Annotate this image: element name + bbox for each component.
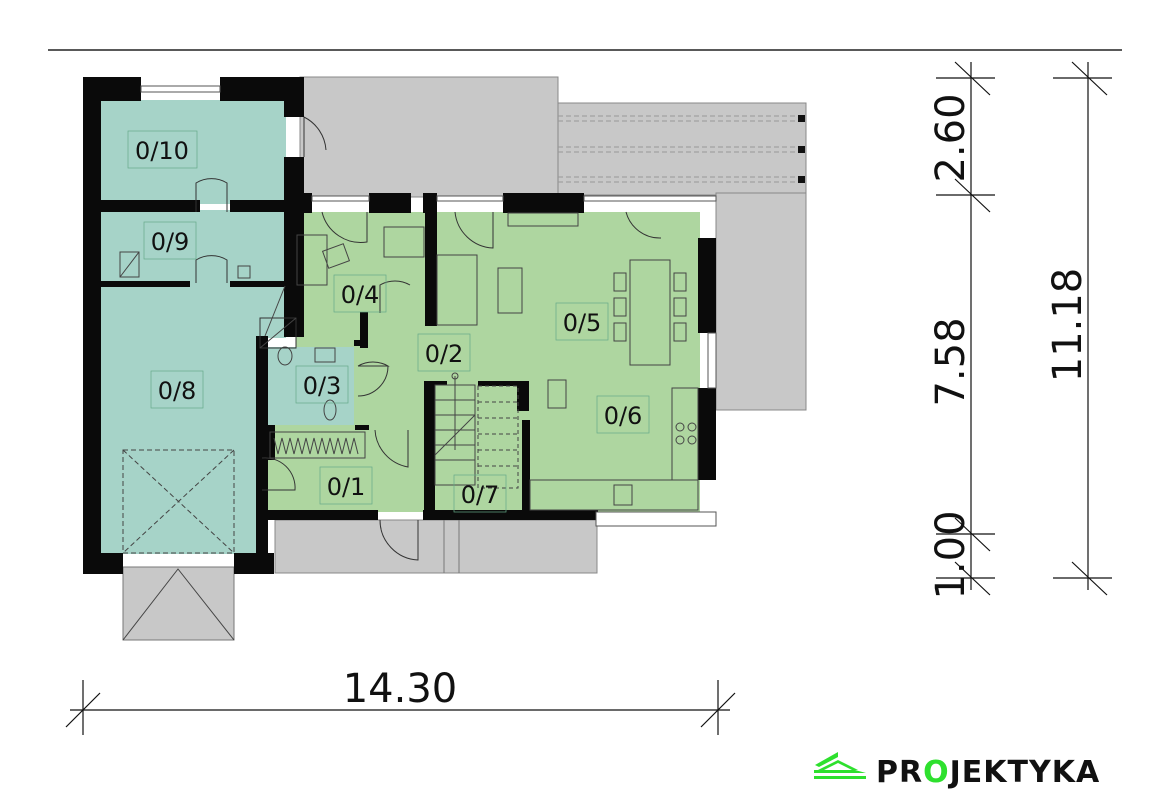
kitchen-sink xyxy=(613,484,633,506)
garage-apron xyxy=(122,566,235,641)
staircase xyxy=(434,372,519,489)
sofa xyxy=(436,254,478,326)
room-label-0-2: 0/2 xyxy=(425,340,464,368)
chair xyxy=(321,243,351,269)
pergola-beams xyxy=(558,115,800,183)
desk xyxy=(296,234,328,286)
building-logo-icon xyxy=(814,752,866,779)
terrace-top xyxy=(299,76,559,198)
boiler xyxy=(119,251,140,278)
room-label-0-10: 0/10 xyxy=(135,137,189,165)
room-label-0-4: 0/4 xyxy=(341,281,380,309)
wardrobe xyxy=(269,431,366,459)
dimension-11-18: 11.18 xyxy=(1045,268,1091,383)
fridge xyxy=(547,379,567,409)
room-label-0-5: 0/5 xyxy=(563,309,602,337)
fixtures xyxy=(119,212,699,554)
doors xyxy=(195,116,662,561)
toilet xyxy=(277,346,293,366)
terrace-right-top xyxy=(557,102,807,196)
room-label-0-3: 0/3 xyxy=(303,372,342,400)
dimension-14-30: 14.30 xyxy=(343,666,458,712)
kitchen-counter-bottom xyxy=(529,479,699,511)
terrace-entrance xyxy=(274,519,598,574)
dimension-1-00: 1.00 xyxy=(928,510,974,599)
dimension-2-60: 2.60 xyxy=(928,93,974,182)
room-label-0-8: 0/8 xyxy=(158,377,197,405)
room-labels: 0/10 0/9 0/8 0/4 0/2 0/3 0/5 0/6 0/1 0/7 xyxy=(127,130,650,513)
terraces xyxy=(122,76,807,641)
garage-door-outline xyxy=(122,449,235,554)
room-label-0-7: 0/7 xyxy=(461,481,500,509)
dimension-lines xyxy=(65,61,1112,735)
dining-table xyxy=(629,259,671,366)
logo-text: PROJEKTYKA xyxy=(876,755,1100,790)
room-label-0-6: 0/6 xyxy=(604,402,643,430)
projektyka-logo: PROJEKTYKA xyxy=(814,752,1100,790)
walls xyxy=(83,77,716,574)
toilet-2 xyxy=(323,399,337,421)
terrace-right xyxy=(715,192,807,411)
fireplace xyxy=(507,212,579,227)
living-area xyxy=(265,212,700,512)
windows xyxy=(140,85,717,527)
utility-rooms xyxy=(100,100,286,554)
room-0-3-fill xyxy=(265,347,354,425)
armchair xyxy=(383,226,425,258)
coffee-table xyxy=(497,267,523,314)
room-label-0-9: 0/9 xyxy=(151,228,190,256)
sink-icon xyxy=(237,265,251,279)
room-label-0-1: 0/1 xyxy=(327,473,366,501)
dimension-7-58: 7.58 xyxy=(928,317,974,406)
washbasin xyxy=(314,347,336,363)
